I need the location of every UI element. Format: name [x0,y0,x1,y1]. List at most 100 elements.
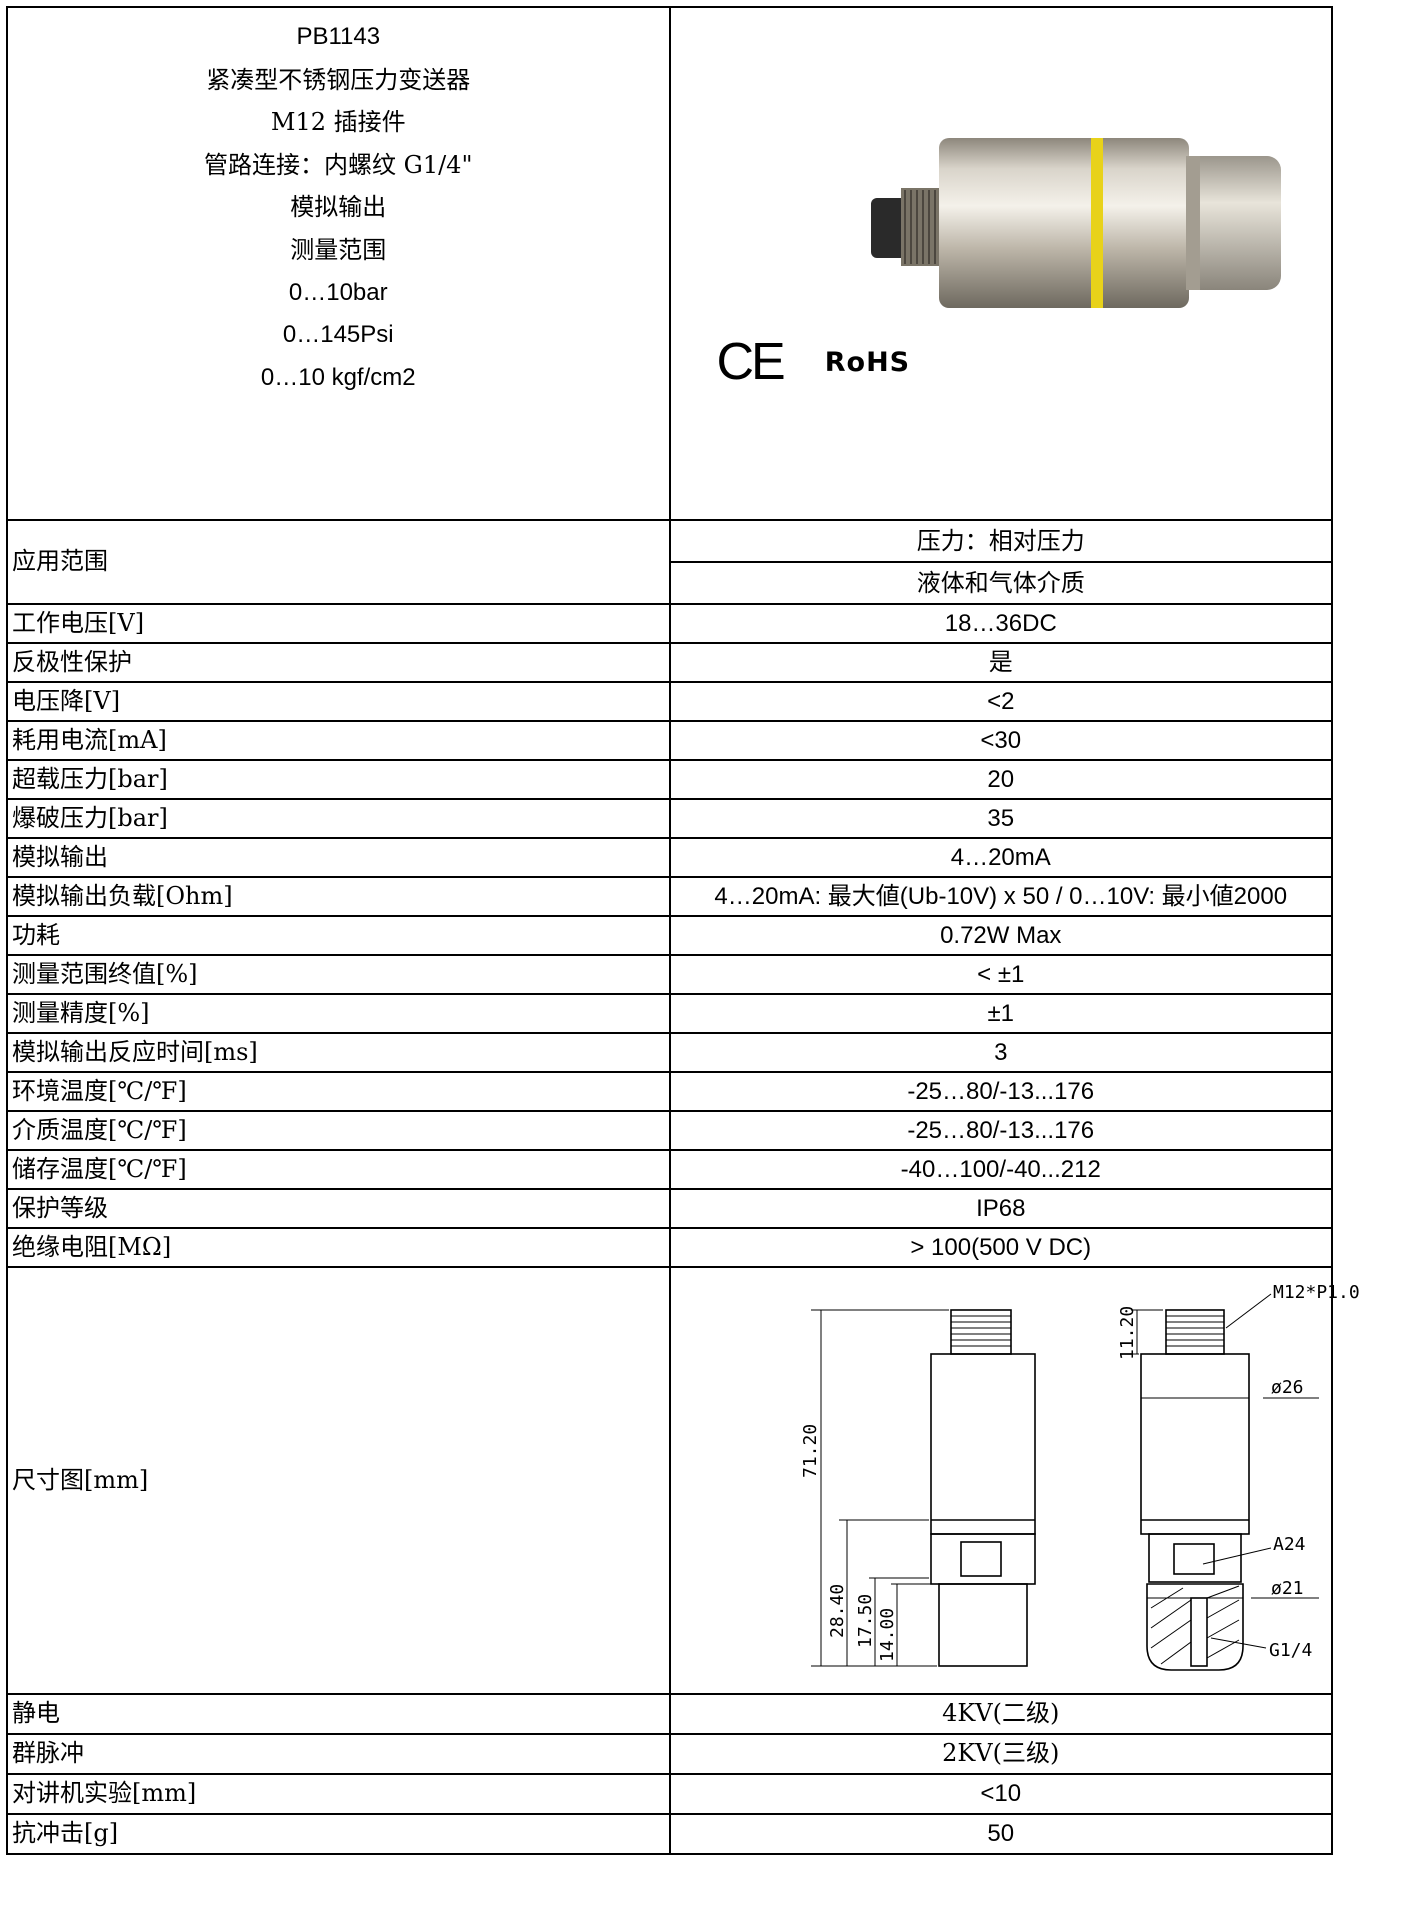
application-value-media: 液体和气体介质 [916,569,1085,597]
spec-value: > 100(500 V DC) [668,1227,1333,1268]
spec-value: -25…80/-13...176 [668,1071,1333,1112]
spec-value: 0.72W Max [668,915,1333,956]
application-row: 应用范围 压力：相对压力 液体和气体介质 [6,519,1333,605]
spec-label: 耗用电流[mA] [6,720,671,761]
spec-value: 4KV(二级) [668,1693,1333,1735]
application-values: 压力：相对压力 液体和气体介质 [668,519,1333,605]
dimension-drawing: M12*P1.0 ø26 A24 ø21 G1/4 71.20 11.20 28… [800,1282,1359,1671]
spec-row: 电压降[V]<2 [6,681,1333,722]
pipe-connection: 管路连接：内螺纹 G1/4" [204,150,473,179]
spec-label: 模拟输出 [6,837,671,878]
spec-sheet: PB1143 紧凑型不锈钢压力变送器 M12 插接件 管路连接：内螺纹 G1/4… [6,6,1359,1855]
spec-value: 4…20mA [668,837,1333,878]
spec-value: <30 [668,720,1333,761]
spec-value: ±1 [668,993,1333,1034]
spec-row: 耗用电流[mA]<30 [6,720,1333,761]
spec-value: -25…80/-13...176 [668,1110,1333,1151]
rohs-mark: RoHS [824,347,911,379]
drawing-label: 尺寸图[mm] [6,1266,671,1695]
height-28-40-label: 28.40 [827,1584,848,1638]
spec-row: 储存温度[℃/℉]-40…100/-40...212 [6,1149,1333,1190]
spec-label: 抗冲击[g] [6,1813,671,1855]
spec-label: 介质温度[℃/℉] [6,1110,671,1151]
application-label: 应用范围 [6,519,671,605]
spec-value: -40…100/-40...212 [668,1149,1333,1190]
spec-row: 绝缘电阻[MΩ]> 100(500 V DC) [6,1227,1333,1268]
spec-row: 工作电压[V]18…36DC [6,603,1333,644]
spec-label: 静电 [6,1693,671,1735]
sensor-photo [870,138,1281,308]
diameter-21-label: ø21 [1271,1578,1304,1599]
spec-value: 是 [668,642,1333,683]
height-11-20-label: 11.20 [1117,1306,1138,1360]
product-image-cell: CE RoHS [668,6,1333,521]
range-bar: 0…10bar [288,278,388,306]
spec-value: 20 [668,759,1333,800]
spec-row: 对讲机实验[mm]<10 [6,1773,1333,1815]
spec-label: 储存温度[℃/℉] [6,1149,671,1190]
spec-value: <2 [668,681,1333,722]
spec-row: 模拟输出负载[Ohm]4…20mA: 最大値(Ub-10V) x 50 / 0…… [6,876,1333,917]
height-71-20-label: 71.20 [800,1424,821,1478]
spec-label: 对讲机实验[mm] [6,1773,671,1815]
spec-value: 3 [668,1032,1333,1073]
spec-row: 介质温度[℃/℉]-25…80/-13...176 [6,1110,1333,1151]
spec-row: 爆破压力[bar]35 [6,798,1333,839]
range-label: 测量范围 [290,235,387,264]
diameter-26-label: ø26 [1271,1377,1304,1398]
spec-label: 反极性保护 [6,642,671,683]
spec-value: < ±1 [668,954,1333,995]
spec-value: 4…20mA: 最大値(Ub-10V) x 50 / 0…10V: 最小値200… [668,876,1333,917]
spec-value: <10 [668,1773,1333,1815]
spec-label: 模拟输出反应时间[ms] [6,1032,671,1073]
ce-mark: CE [716,333,786,392]
spec-table: PB1143 紧凑型不锈钢压力变送器 M12 插接件 管路连接：内螺纹 G1/4… [6,6,1359,1855]
spec-label: 电压降[V] [6,681,671,722]
connector-type: M12 插接件 [270,108,406,137]
application-value-pressure: 压力：相对压力 [670,521,1331,563]
spec-row: 超载压力[bar]20 [6,759,1333,800]
spec-value: 50 [668,1813,1333,1855]
output-type: 模拟输出 [290,193,387,222]
certification-marks: CE RoHS [717,333,911,393]
height-14-00-label: 14.00 [877,1608,898,1662]
spec-label: 工作电压[V] [6,603,671,644]
spec-label: 爆破压力[bar] [6,798,671,839]
spec-row: 反极性保护是 [6,642,1333,683]
drawing-row: 尺寸图[mm] [6,1266,1359,1695]
product-name: 紧凑型不锈钢压力变送器 [206,65,471,94]
spec-value: 35 [668,798,1333,839]
spec-label: 测量精度[%] [6,993,671,1034]
spec-row: 模拟输出反应时间[ms]3 [6,1032,1333,1073]
model-code: PB1143 [296,23,381,50]
spec-label: 群脉冲 [6,1733,671,1775]
spec-row: 测量范围终值[%]< ±1 [6,954,1333,995]
spec-label: 绝缘电阻[MΩ] [6,1227,671,1268]
spec-row: 环境温度[℃/℉]-25…80/-13...176 [6,1071,1333,1112]
spec-value: IP68 [668,1188,1333,1229]
spec-label: 模拟输出负载[Ohm] [6,876,671,917]
header-row: PB1143 紧凑型不锈钢压力变送器 M12 插接件 管路连接：内螺纹 G1/4… [6,6,1333,521]
height-17-50-label: 17.50 [855,1594,876,1648]
spec-label: 环境温度[℃/℉] [6,1071,671,1112]
spec-value: 18…36DC [668,603,1333,644]
spec-row: 测量精度[%]±1 [6,993,1333,1034]
spec-label: 超载压力[bar] [6,759,671,800]
spec-label: 功耗 [6,915,671,956]
spec-label: 测量范围终值[%] [6,954,671,995]
dimension-drawing-cell: M12*P1.0 ø26 A24 ø21 G1/4 71.20 11.20 28… [668,1266,1359,1695]
spec-label: 保护等级 [6,1188,671,1229]
spec-value: 2KV(三级) [668,1733,1333,1775]
spec-row: 抗冲击[g]50 [6,1813,1333,1855]
hex-a24-label: A24 [1273,1534,1306,1555]
thread-g14-label: G1/4 [1269,1640,1312,1661]
range-psi: 0…145Psi [282,321,394,349]
range-kgf: 0…10 kgf/cm2 [260,363,416,391]
